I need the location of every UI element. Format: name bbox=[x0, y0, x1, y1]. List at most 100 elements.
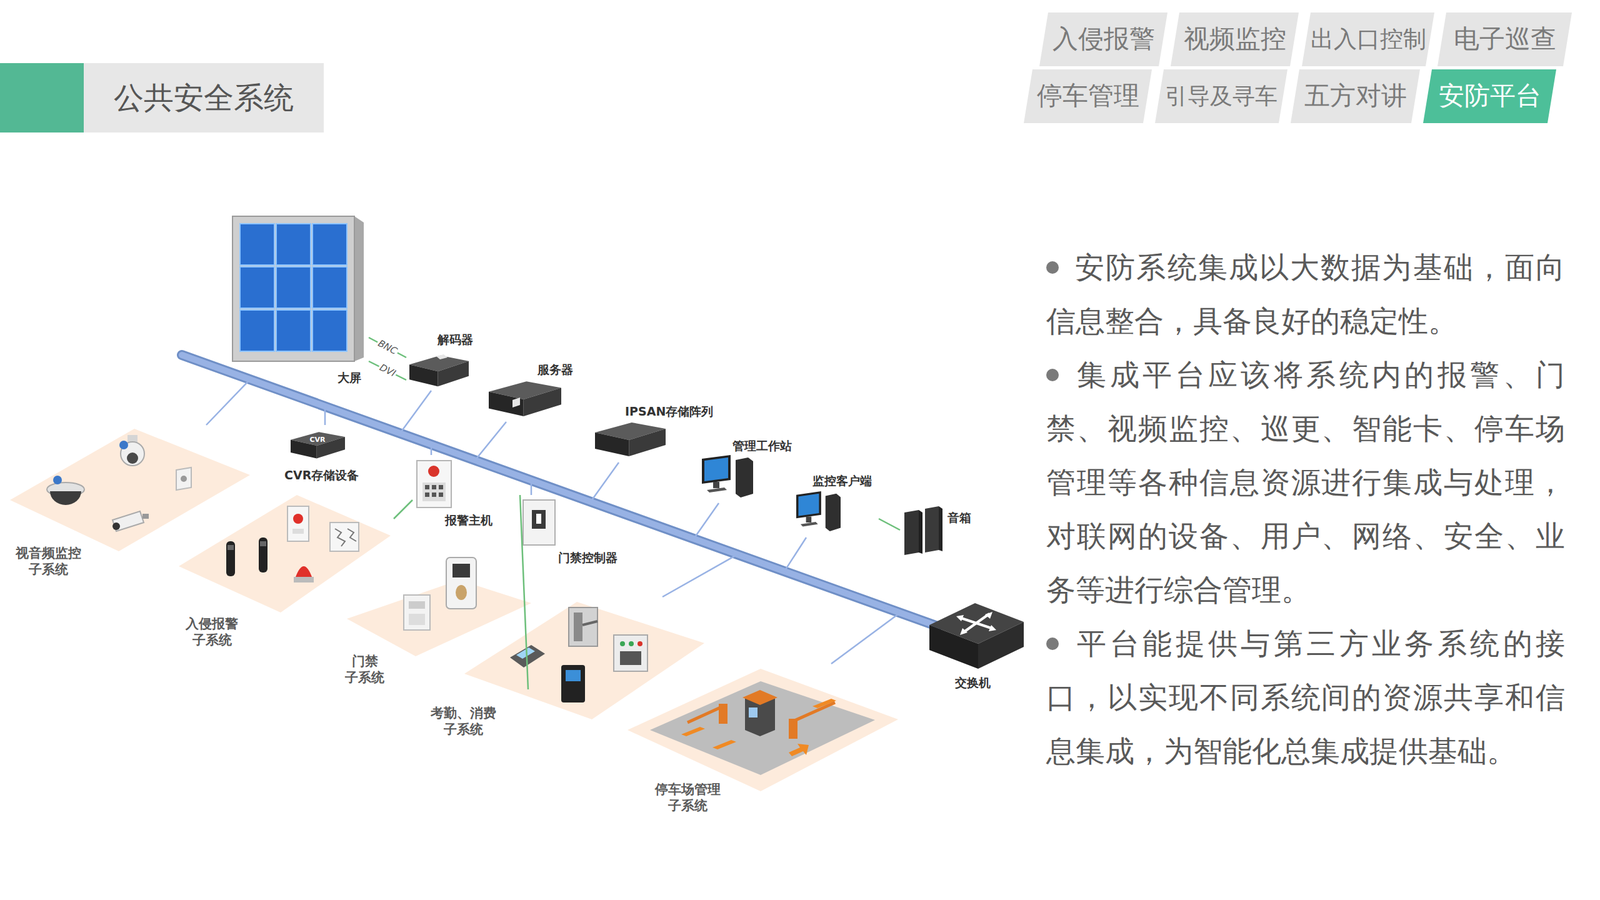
video-wall-part bbox=[240, 310, 275, 352]
bullet-paragraph: 集成平台应该将系统内的报警、门禁、视频监控、巡更、智能卡、停车场管理等各种信息资… bbox=[1046, 348, 1565, 617]
door-controller-icon-part bbox=[531, 510, 546, 529]
connector bbox=[368, 361, 407, 380]
region-shape bbox=[425, 596, 710, 744]
device-label: 报警主机 bbox=[445, 512, 493, 528]
subsystem-region: 视音频监控 子系统 bbox=[6, 425, 254, 582]
region-label: 入侵报警 子系统 bbox=[183, 615, 240, 649]
connector bbox=[784, 537, 925, 622]
switch-icon-part bbox=[963, 613, 990, 633]
video-wall-part bbox=[312, 223, 347, 265]
device-label: CVR存储设备 bbox=[284, 467, 359, 483]
tab-label: 安防平台 bbox=[1438, 80, 1542, 112]
door-controller-icon-part bbox=[536, 513, 542, 524]
device-node: 监控客户端 bbox=[791, 470, 879, 538]
device-mark: CVR bbox=[309, 435, 325, 444]
region-label-holder: 门禁 子系统 bbox=[343, 653, 387, 686]
device-node: 交换机 bbox=[925, 596, 1029, 694]
device-label: 交换机 bbox=[955, 675, 991, 690]
bullet-paragraph: 安防系统集成以大数据为基础，面向信息整合，具备良好的稳定性。 bbox=[1046, 240, 1565, 349]
video-wall-part bbox=[312, 266, 347, 309]
speaker-icon-part bbox=[904, 510, 919, 555]
speaker-icon-part bbox=[925, 506, 939, 553]
title-bar bbox=[0, 63, 324, 133]
region-label: 门禁 子系统 bbox=[343, 653, 387, 686]
bullet-text: 平台能提供与第三方业务系统的接口，以实现不同系统间的资源共享和信息集成，为智能化… bbox=[1046, 626, 1565, 769]
decoder-icon-part bbox=[436, 354, 448, 360]
cvr-icon bbox=[290, 431, 345, 459]
alarm-host-icon bbox=[416, 460, 452, 508]
region-label-holder: 入侵报警 子系统 bbox=[183, 615, 240, 649]
subsystem-region: 入侵报警 子系统 bbox=[175, 490, 394, 652]
subsystem-region: 停车场管理 子系统 bbox=[623, 663, 904, 818]
device-label-holder: 音箱 bbox=[947, 510, 972, 525]
connector bbox=[590, 462, 925, 622]
subsystem-region: 门禁 子系统 bbox=[340, 576, 535, 690]
speaker-icon-part bbox=[938, 506, 943, 552]
server-icon-part bbox=[512, 397, 520, 408]
title-bar-part bbox=[83, 63, 324, 133]
workstation-icon bbox=[701, 455, 754, 498]
device-node: 门禁控制器 bbox=[518, 495, 625, 569]
region-fill bbox=[464, 601, 705, 720]
device-label: 管理工作站 bbox=[732, 438, 792, 454]
tab-box: 引导及寻车 bbox=[1155, 69, 1288, 124]
region-fill bbox=[346, 580, 532, 657]
server-icon bbox=[488, 381, 562, 417]
device-label-holder: 报警主机 bbox=[445, 512, 493, 528]
bullet-dot bbox=[1046, 368, 1059, 382]
storage-icon-part bbox=[595, 422, 666, 457]
switch-icon-part bbox=[956, 615, 964, 622]
alarm-host-icon-part bbox=[438, 485, 444, 490]
switch-icon-part bbox=[929, 603, 1024, 644]
switch-icon-part bbox=[978, 621, 1024, 669]
region-label: 视音频监控 子系统 bbox=[13, 545, 84, 578]
tab-label: 引导及寻车 bbox=[1165, 82, 1278, 110]
device-node: 管理工作站 bbox=[697, 435, 798, 504]
tab-fill bbox=[1170, 12, 1299, 67]
tab-fill bbox=[1023, 69, 1152, 124]
device-label: IPSAN存储阵列 bbox=[625, 403, 714, 419]
client-icon-part bbox=[796, 491, 841, 532]
alarm-host-icon-part bbox=[422, 482, 446, 502]
tab-box: 五方对讲 bbox=[1290, 69, 1420, 124]
region-fill bbox=[178, 495, 391, 613]
alarm-host-icon-part bbox=[425, 492, 430, 497]
device-label-holder: 监控客户端 bbox=[812, 473, 872, 489]
tab-fill bbox=[1290, 69, 1420, 124]
device-label-holder: CVR存储设备 bbox=[284, 467, 359, 483]
video-wall-part bbox=[276, 223, 311, 265]
client-icon bbox=[796, 491, 841, 532]
region-label: 停车场管理 子系统 bbox=[653, 781, 723, 814]
device-label-holder: 门禁控制器 bbox=[558, 550, 618, 565]
door-icons-part bbox=[452, 563, 470, 578]
alarm-host-icon-part bbox=[416, 460, 452, 508]
device-node: CVR存储设备 bbox=[280, 425, 364, 487]
tab-fill bbox=[1155, 69, 1288, 124]
connector bbox=[368, 337, 407, 358]
bullet-text: 集成平台应该将系统内的报警、门禁、视频监控、巡更、智能卡、停车场管理等各种信息资… bbox=[1046, 357, 1565, 607]
device-node: 报警主机 bbox=[412, 455, 497, 532]
alarm-host-icon-part bbox=[425, 485, 430, 490]
tab-box: 电子巡查 bbox=[1437, 12, 1572, 67]
switch-icon-part bbox=[988, 625, 997, 632]
server-icon-part bbox=[488, 381, 562, 417]
speaker-icon bbox=[904, 506, 943, 555]
bullet-text: 安防系统集成以大数据为基础，面向信息整合，具备良好的稳定性。 bbox=[1046, 250, 1565, 339]
cvr-icon-part bbox=[290, 431, 345, 459]
edge-label-holder: DVI bbox=[376, 361, 399, 380]
connector bbox=[831, 613, 925, 665]
edge-label-holder: BNC bbox=[375, 337, 400, 358]
device-label: 服务器 bbox=[537, 361, 574, 377]
page-title: 公共安全系统 bbox=[113, 78, 294, 119]
device-node: 解码器 bbox=[406, 328, 479, 391]
switch-icon bbox=[929, 603, 1024, 669]
alarm-host-icon-part bbox=[438, 492, 444, 497]
tab-label: 视频监控 bbox=[1183, 23, 1287, 55]
video-wall-part bbox=[232, 216, 355, 362]
connector bbox=[878, 518, 900, 530]
video-wall-part bbox=[312, 310, 347, 352]
signal-label: DVI bbox=[376, 361, 399, 380]
decoder-icon-part bbox=[409, 355, 469, 387]
tab-label: 电子巡查 bbox=[1453, 23, 1557, 55]
workstation-icon-part bbox=[701, 455, 754, 498]
